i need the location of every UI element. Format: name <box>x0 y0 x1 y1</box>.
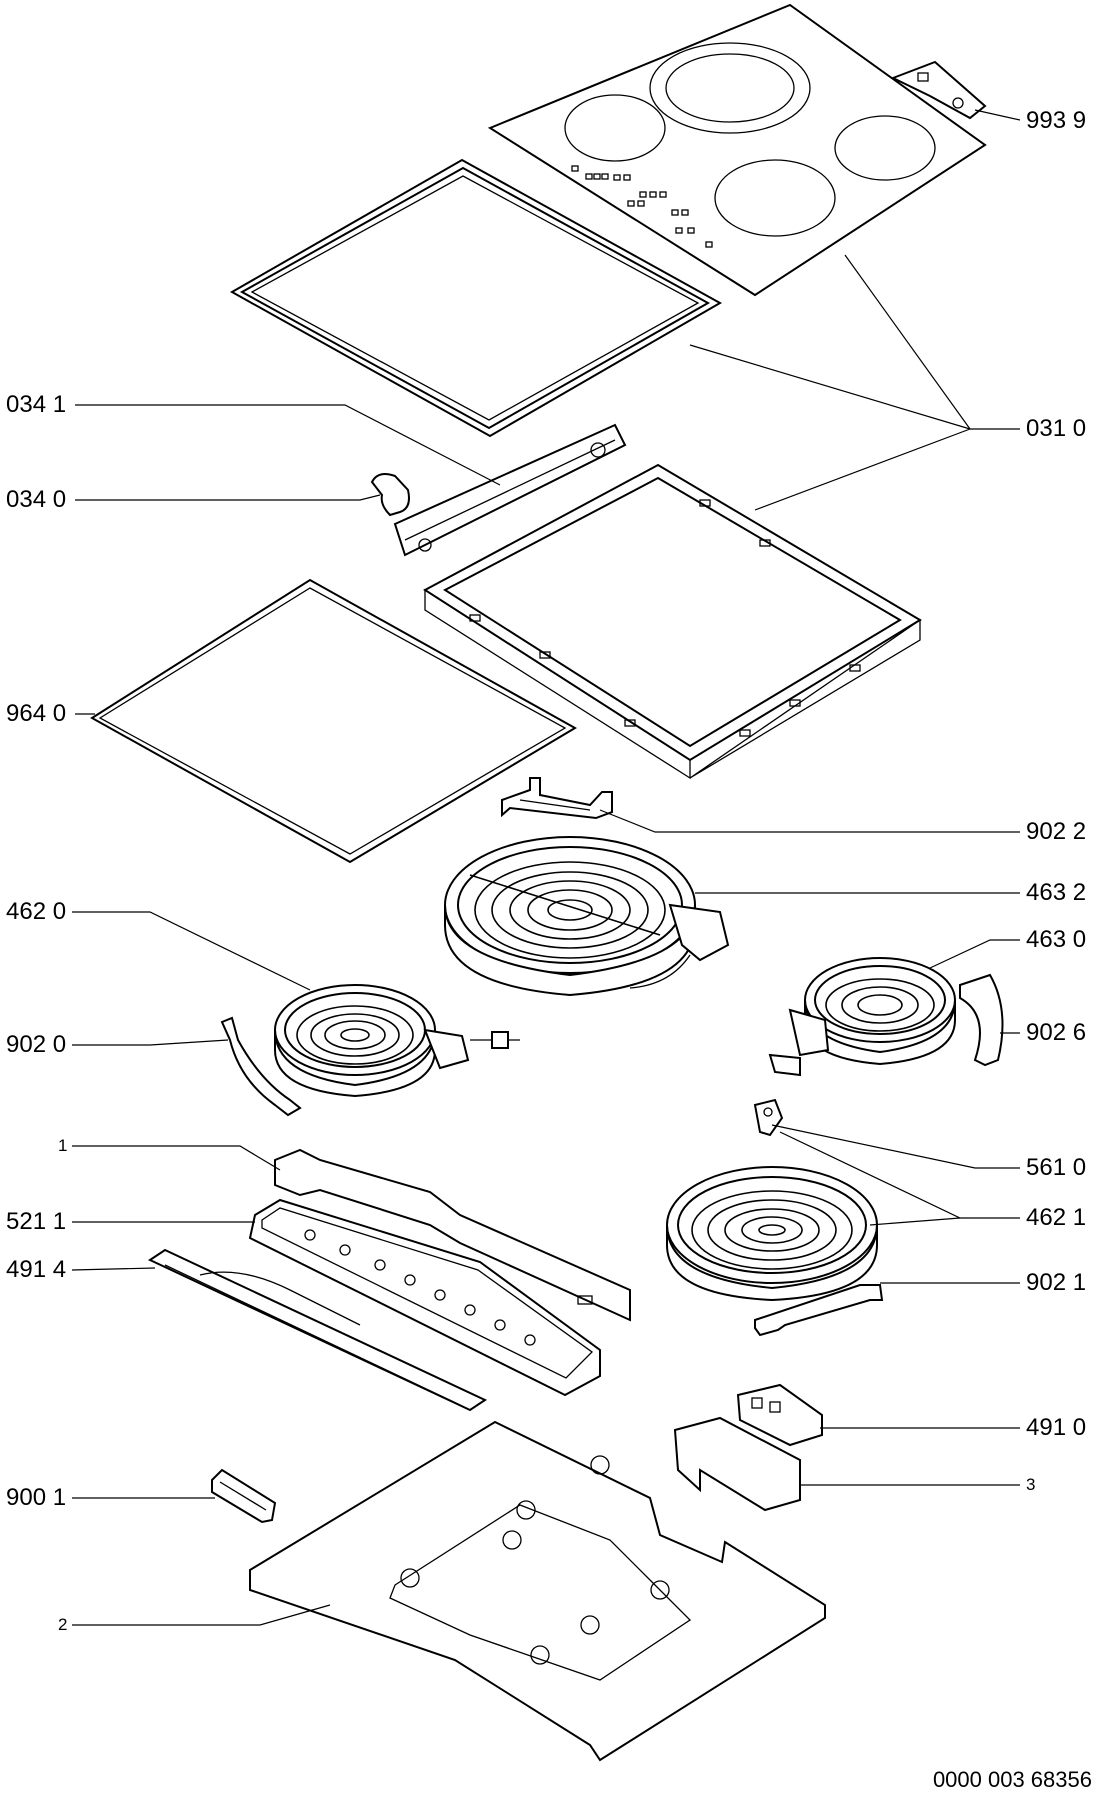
document-number: 0000 003 68356 <box>932 1767 1092 1792</box>
radiant-bracket-top <box>501 777 613 820</box>
radiant-bracket-right <box>959 973 1004 1067</box>
callout-462-1: 462 1 <box>1026 1204 1087 1231</box>
radiant-bracket-left <box>220 1016 302 1117</box>
callout-031-0: 031 0 <box>1026 415 1087 442</box>
callout-902-0: 902 0 <box>6 1031 67 1058</box>
ceramic-glass-top <box>487 3 987 297</box>
callout-902-6: 902 6 <box>1026 1019 1087 1046</box>
callout-034-0: 034 0 <box>6 486 67 513</box>
callout-521-1: 521 1 <box>6 1208 67 1235</box>
callout-964-0: 964 0 <box>6 700 67 727</box>
heating-element-left <box>274 984 520 1098</box>
cooling-fan <box>211 1468 277 1524</box>
control-cover <box>147 1248 488 1412</box>
callout-902-1: 902 1 <box>1026 1269 1087 1296</box>
callout-561-0: 561 0 <box>1026 1154 1087 1181</box>
callout-902-2: 902 2 <box>1026 818 1087 845</box>
top-seal-frame <box>229 158 723 438</box>
heating-element-right <box>768 957 956 1077</box>
terminal-bracket <box>673 1416 801 1512</box>
base-plate <box>249 1420 826 1762</box>
radiant-bracket-bottom <box>754 1284 884 1337</box>
top-clip-part <box>890 60 987 120</box>
callout-034-1: 034 1 <box>6 391 67 418</box>
leader-lines <box>71 109 1021 1626</box>
clip-part <box>370 473 410 517</box>
heating-element-bottom-right <box>666 1166 878 1302</box>
control-module <box>248 1198 601 1397</box>
callout-462-0: 462 0 <box>6 898 67 925</box>
callout-993-9: 993 9 <box>1026 107 1087 134</box>
chassis-frame <box>423 463 922 780</box>
control-bracket <box>274 1148 631 1322</box>
callout-3: 3 <box>1026 1475 1036 1494</box>
callout-2: 2 <box>58 1615 68 1634</box>
callout-463-0: 463 0 <box>1026 926 1087 953</box>
callout-491-4: 491 4 <box>6 1256 67 1283</box>
callout-900-1: 900 1 <box>6 1484 67 1511</box>
temperature-limiter <box>753 1098 784 1137</box>
terminal-block <box>736 1383 823 1447</box>
hob-gasket <box>90 578 578 864</box>
heating-element-large <box>444 836 730 997</box>
callout-1: 1 <box>58 1136 68 1155</box>
callout-491-0: 491 0 <box>1026 1414 1087 1441</box>
frame-bracket <box>393 423 627 557</box>
callout-463-2: 463 2 <box>1026 879 1087 906</box>
